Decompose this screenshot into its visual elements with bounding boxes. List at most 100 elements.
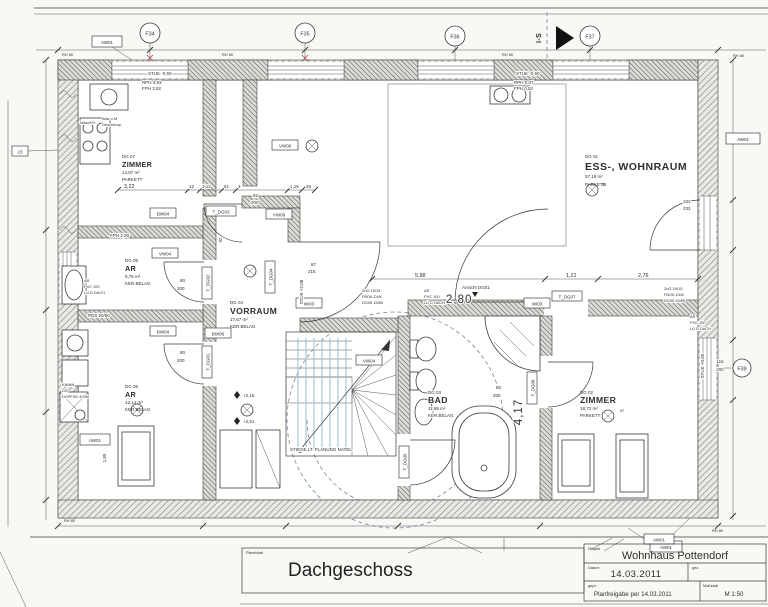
room-dg05-floor: KER.BELAG [125,281,151,286]
washbasin [414,398,434,426]
door-arcs [163,199,701,486]
window-north-3 [417,62,495,78]
note-ar-east-1: AR [690,314,696,319]
tag-t-dg02: T_DG02 [206,274,211,292]
room-dg06-floor: KER.BELAG [125,407,151,412]
note-rph393: RPH 3,93 [142,80,162,85]
washing-machine [61,329,89,357]
room-dg02-floor: PARKETT [580,413,601,418]
date-label: Datum [588,565,599,570]
marker-f35-label: F35 [300,32,309,38]
door-dim-233: 233 [683,206,691,211]
title-block: AW01 Planinhalt Dachgeschoss Projekt Woh… [241,527,767,602]
note-zng-east-2: FBOK-DUK [664,292,685,297]
door-dim-80-c: 80 [496,385,502,390]
room-dg01-id: DG 01 [585,154,599,159]
vent-symbol [59,134,77,142]
note-stuk208: STUK +2,08 [299,279,304,304]
checked-label: gepr. [588,583,597,588]
note-waschtrockner: WaschTr. [80,120,96,125]
room-dg03-name: BAD [428,395,448,405]
note-ansicht: Ansicht DG01 [462,285,490,290]
note-ar-west-1: AR [84,278,90,283]
note-stuk-east: STUK -0,50 [516,71,540,76]
note-ar-west-3: LÜ D DACH [84,290,105,295]
red-check-marks [146,54,309,62]
door-t-dg06 [547,361,594,408]
room-dg01-area: 57,19 m² [585,174,603,179]
bathtub-drain [480,464,488,472]
marker-f34-label: F34 [145,32,154,38]
level-plus215: +2,15 [243,393,255,398]
tag-wall-23: 23 [17,150,23,155]
room-dg05-id: DG 05 [125,258,139,263]
tag-aw01-southwest: AW01 [89,438,102,443]
level-diamond-icon [234,417,240,425]
door-t-dg03 [203,203,243,243]
tag-vw04-b: VW04 [363,359,376,364]
note-kamin-2: DG [62,388,68,393]
annotation-notes: STUK -0,50 RPH 3,93 FPH 3,92 STUK -0,50 … [61,70,712,453]
door-dim-80-b: 80 [180,350,186,355]
room-dg02-id: DG 02 [580,390,594,395]
wall-vorraum-north [241,195,301,209]
dim-chain-3: 61 [224,184,230,189]
note-zng-mid-1: ZnG 19/15 [362,288,380,293]
tag-vw04-a: VW04 [159,252,172,257]
marker-circle-f36 [444,25,466,47]
room-dg07-floor: PARKETT [122,177,143,182]
wall-dg07-south [77,225,204,239]
wall-south [57,499,719,519]
marker-circle-f37 [579,25,601,47]
note-ar-mid-3: LÜ D DACH [424,300,445,305]
note-stuk-plus050: STUK +0,50 [700,353,705,378]
tag-t-dg01: T_DG01 [206,353,211,371]
door-dim-200-a: 200 [177,286,185,291]
room-dg05-area: 5,75 m² [125,274,141,279]
stair-walk-arrow [381,340,390,351]
rh80-se: RH 80 [712,528,724,533]
note-ar-west-2: PVC 100 [84,284,100,289]
dim-200: 200 [251,200,259,205]
note-rph007: RPH 0,07 [514,80,534,85]
dim-588: 5,88 [415,273,426,279]
scale-label: Maßstab [703,583,718,588]
window-north-1 [111,62,189,78]
room-dg01-floor: PARKETT [585,182,606,187]
stair-blue-scan-marks [297,338,347,450]
wall-pier [57,59,113,81]
marker-f37-label: F37 [585,35,594,41]
dim-322: 3,22 [124,184,135,190]
wall-pier [187,59,269,81]
ansicht-triangle-icon [472,292,478,297]
fixtures [59,83,649,499]
facade-markers: F34 F35 F36 F37 F39 I-S [139,12,752,378]
section-arrow-icon [556,26,574,50]
dimension-texts: 3,22 12 1,11 61 3 1,15 25 92 200 5,88 1,… [62,52,745,533]
wall-dg05-south [77,309,204,323]
room-dg04-name: VORRAUM [230,306,277,316]
room-dg07-name: ZIMMER [122,160,153,169]
note-zng-east-1: ZnG 19/15 [664,286,682,291]
title-content-label: Planinhalt [246,550,264,555]
wall-pier [493,59,554,81]
tag-vw06-b: VW06 [273,213,286,218]
tag-iw03-b: IW03 [532,302,543,307]
section-label: I-S [534,33,543,43]
room-dg03-id: DG 03 [428,390,442,395]
room-dg02-area: 18,72 m² [580,406,598,411]
note-ar-mid-2: PVC 100 [424,294,440,299]
element-tags: AW01 AW01 AW01 AW01 23 VW06 VW06 BW04 T_… [11,35,761,553]
dim-189: 1,89 [102,453,107,462]
note-geschirrspueler: Geschirrsp. [102,122,122,127]
lamp-icon [243,264,257,278]
wall-stub-north [242,79,258,187]
window-dim-115: 115 [716,359,724,364]
note-zng-east-3: DG05 15/85 [664,298,685,303]
door-terrace [649,199,701,251]
door-t-dg04 [299,241,381,323]
shower [484,315,541,372]
tag-aw01-top: AW01 [101,40,114,45]
dim-417: 4,17 [513,399,525,425]
note-pds: PDS 20/50 [88,313,110,318]
